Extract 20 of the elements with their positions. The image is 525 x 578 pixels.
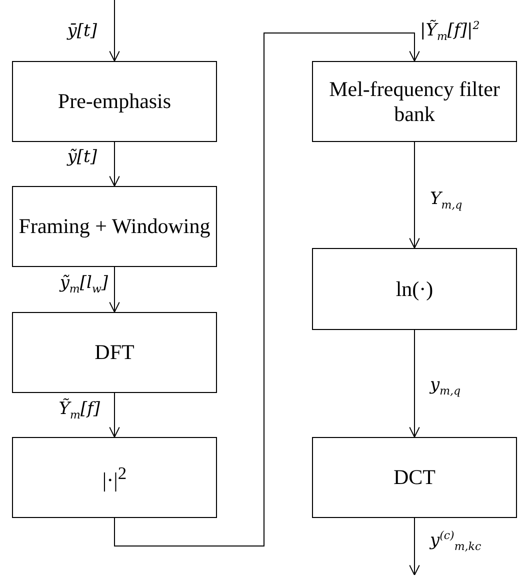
- edge-label: Ỹ$_{m}$[f]: [58, 400, 100, 422]
- arrow: [109, 142, 120, 186]
- arrow: [114, 32, 420, 546]
- edge-label: ỹ[t]: [67, 148, 97, 167]
- edge-label: Y$_{m,q}$: [430, 190, 462, 212]
- arrow: [109, 392, 120, 438]
- process-box: DFT: [12, 312, 217, 393]
- process-box: Pre-emphasis: [12, 61, 217, 142]
- process-box: |·|$^{2}$: [12, 437, 217, 518]
- arrow: [109, 0, 120, 62]
- process-box: Mel-frequency filter bank: [312, 61, 517, 142]
- arrow: [409, 330, 420, 438]
- process-box: Framing + Windowing: [12, 186, 217, 267]
- edge-label: ȳ[t]: [67, 22, 97, 41]
- process-box: DCT: [312, 437, 517, 518]
- process-box: ln(·): [312, 248, 517, 330]
- arrow: [109, 266, 120, 312]
- arrow: [409, 142, 420, 248]
- edge-label: ỹ$_{m}$[l$_{w}$]: [60, 274, 108, 296]
- arrow: [409, 518, 420, 576]
